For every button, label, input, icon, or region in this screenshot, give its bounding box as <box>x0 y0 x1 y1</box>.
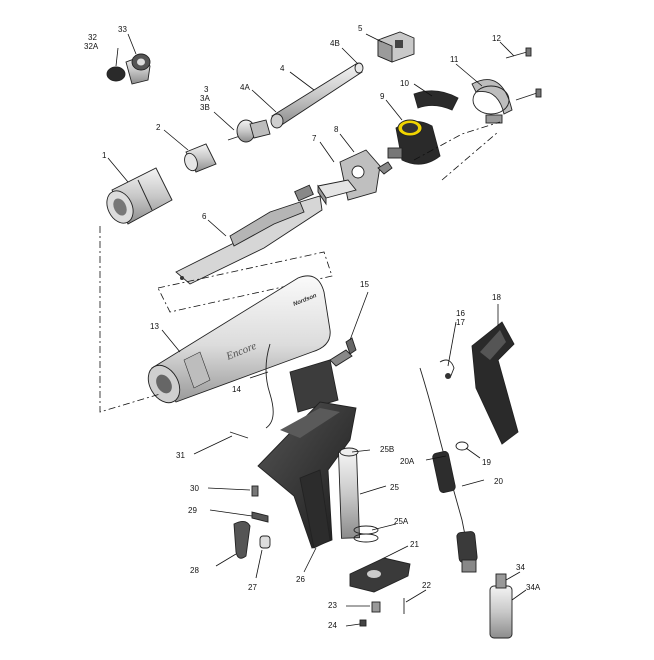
callout-23: 23 <box>328 601 337 610</box>
callout-20: 20 <box>494 477 503 486</box>
part-11-bracket <box>471 79 513 124</box>
callout-2: 2 <box>156 123 161 132</box>
part-6-boundary <box>157 251 333 313</box>
part-23-fitting <box>371 601 381 613</box>
callout-1: 1 <box>102 151 107 160</box>
callout-25b: 25B <box>380 445 394 454</box>
callout-26: 26 <box>296 575 305 584</box>
callout-24: 24 <box>328 621 337 630</box>
part-30-screw <box>251 485 259 497</box>
part-14-ground-wire <box>265 343 274 429</box>
part-1-nozzle-sleeve <box>106 167 173 225</box>
part-32-disc <box>106 66 126 82</box>
callout-3: 3 <box>204 85 209 94</box>
callout-12: 12 <box>492 34 501 43</box>
callout-33: 33 <box>118 25 127 34</box>
callout-20a: 20A <box>400 457 415 466</box>
callout-17: 17 <box>456 318 465 327</box>
callout-10: 10 <box>400 79 409 88</box>
callout-15: 15 <box>360 280 369 289</box>
callout-7: 7 <box>312 134 317 143</box>
part-18-cover <box>471 321 519 445</box>
callout-labels: 32 32A 33 5 4B 12 11 4 10 4A 3 3A 3B 9 2… <box>84 24 541 630</box>
callout-18: 18 <box>492 293 501 302</box>
part-26-handle <box>257 401 357 549</box>
callout-4b: 4B <box>330 39 340 48</box>
part-13-gun-shroud: Encore Nordson <box>147 275 331 404</box>
part-3-electrode-holder <box>227 119 271 143</box>
part-24-nut <box>359 619 367 627</box>
part-25-column <box>338 447 360 539</box>
callout-13: 13 <box>150 322 159 331</box>
part-7-bracket <box>317 179 357 206</box>
part-34-connector <box>489 573 513 639</box>
part-2-bushing <box>184 143 217 173</box>
callout-25a: 25A <box>394 517 409 526</box>
part-31-screw <box>229 431 249 439</box>
part-19-ring <box>455 441 469 451</box>
part-20-cable-assembly <box>419 367 478 573</box>
callout-29: 29 <box>188 506 197 515</box>
callout-5: 5 <box>358 24 363 33</box>
callout-4a: 4A <box>240 83 250 92</box>
part-33-cap <box>125 53 151 85</box>
callout-25: 25 <box>390 483 399 492</box>
callout-11: 11 <box>450 55 459 64</box>
leader-lines <box>107 33 527 627</box>
callout-21: 21 <box>410 540 419 549</box>
part-5-block <box>377 31 415 63</box>
callout-14: 14 <box>232 385 241 394</box>
part-9-module <box>387 119 441 165</box>
part-4-barrel-tube <box>270 62 364 129</box>
part-21-base <box>349 557 411 593</box>
callout-19: 19 <box>482 458 491 467</box>
callout-27: 27 <box>248 583 257 592</box>
callout-28: 28 <box>190 566 199 575</box>
callout-30: 30 <box>190 484 199 493</box>
callout-4: 4 <box>280 64 285 73</box>
part-28-trigger <box>233 521 251 559</box>
callout-6: 6 <box>202 212 207 221</box>
part-10-clip <box>413 90 459 111</box>
callout-31: 31 <box>176 451 185 460</box>
callout-32a: 32A <box>84 42 99 51</box>
part-12-screws <box>505 47 542 101</box>
callout-8: 8 <box>334 125 339 134</box>
callout-3a: 3A <box>200 94 210 103</box>
callout-32: 32 <box>88 33 97 42</box>
callout-9: 9 <box>380 92 385 101</box>
part-25a-o-rings <box>353 525 379 543</box>
part-16-17-clip <box>439 359 455 379</box>
assembly-line-9-11b <box>441 131 499 181</box>
part-15-circuit-board <box>289 337 357 413</box>
callout-22: 22 <box>422 581 431 590</box>
assembly-line-9-11 <box>413 121 501 161</box>
assembly-line-1-13 <box>99 226 161 413</box>
callout-34a: 34A <box>526 583 541 592</box>
callout-34: 34 <box>516 563 525 572</box>
part-27-spring <box>259 535 271 549</box>
callout-3b: 3B <box>200 103 210 112</box>
part-29-pin <box>251 511 269 523</box>
part-6-cascade <box>175 184 323 285</box>
callout-16: 16 <box>456 309 465 318</box>
